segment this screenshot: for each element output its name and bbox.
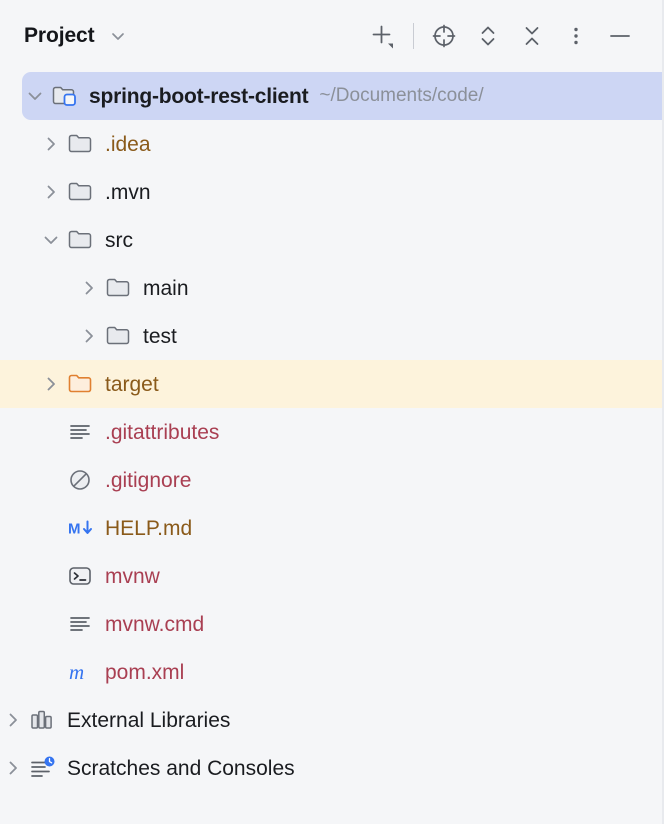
chevron-right-icon[interactable]	[76, 275, 102, 301]
folder-icon	[104, 323, 134, 349]
tree-row-label: .gitattributes	[105, 420, 220, 444]
scratches-icon	[28, 755, 58, 781]
ignored-file-icon	[66, 467, 96, 493]
tree-row-label: .mvn	[105, 180, 151, 204]
page-title: Project	[24, 24, 95, 47]
tree-row-label: External Libraries	[67, 708, 231, 732]
tree-row[interactable]: .idea	[0, 120, 664, 168]
text-file-icon	[66, 419, 96, 445]
svg-text:m: m	[69, 660, 84, 684]
tree-row[interactable]: External Libraries	[0, 696, 664, 744]
tree-row-path: ~/Documents/code/	[319, 85, 484, 106]
markdown-file-icon: M	[66, 515, 96, 541]
folder-icon	[66, 131, 96, 157]
tree-row-label: HELP.md	[105, 516, 193, 540]
expand-all-button[interactable]	[466, 15, 510, 57]
tree-row[interactable]: mvnw.cmd	[0, 600, 664, 648]
folder-icon	[66, 227, 96, 253]
tree-row[interactable]: main	[0, 264, 664, 312]
tree-row-label: .gitignore	[105, 468, 192, 492]
tree-row[interactable]: mvnw	[0, 552, 664, 600]
shell-script-icon	[66, 563, 96, 589]
tree-row-content: spring-boot-rest-client ~/Documents/code/	[22, 72, 484, 120]
tree-row[interactable]: .gitattributes	[0, 408, 664, 456]
add-new-button[interactable]	[361, 15, 405, 57]
tree-row-label: src	[105, 228, 133, 252]
project-panel-toolbar: Project	[0, 0, 664, 72]
tree-row-content: Scratches and Consoles	[0, 744, 295, 792]
tree-row-content: m pom.xml	[0, 648, 184, 696]
tree-row[interactable]: target	[0, 360, 664, 408]
tree-row-label: .idea	[105, 132, 151, 156]
text-file-icon	[66, 611, 96, 637]
panel-right-edge	[662, 0, 664, 824]
tree-row-content: src	[0, 216, 133, 264]
libraries-icon	[28, 707, 58, 733]
tree-row-label: spring-boot-rest-client	[89, 84, 309, 108]
folder-icon	[104, 275, 134, 301]
tree-row-label: pom.xml	[105, 660, 185, 684]
chevron-down-icon[interactable]	[108, 26, 128, 46]
tree-row-content: mvnw	[0, 552, 160, 600]
tree-row-label: mvnw	[105, 564, 160, 588]
collapse-all-button[interactable]	[510, 15, 554, 57]
tree-row[interactable]: .mvn	[0, 168, 664, 216]
tree-row-content: mvnw.cmd	[0, 600, 204, 648]
tree-row[interactable]: test	[0, 312, 664, 360]
tree-row-content: main	[0, 264, 189, 312]
chevron-right-icon[interactable]	[38, 131, 64, 157]
tree-row-label: Scratches and Consoles	[67, 756, 295, 780]
tree-row[interactable]: src	[0, 216, 664, 264]
tree-row-content: M HELP.md	[0, 504, 192, 552]
toolbar-divider	[413, 23, 414, 49]
tree-row[interactable]: M HELP.md	[0, 504, 664, 552]
tree-row[interactable]: spring-boot-rest-client ~/Documents/code/	[22, 72, 664, 120]
toolbar-actions	[361, 15, 642, 57]
tree-row-label: mvnw.cmd	[105, 612, 205, 636]
tree-row[interactable]: .gitignore	[0, 456, 664, 504]
more-options-button[interactable]	[554, 15, 598, 57]
tree-row-label: test	[143, 324, 177, 348]
tree-row-content: .gitignore	[0, 456, 191, 504]
tree-row-content: External Libraries	[0, 696, 230, 744]
tree-row-label: main	[143, 276, 189, 300]
chevron-down-icon[interactable]	[38, 227, 64, 253]
chevron-right-icon[interactable]	[76, 323, 102, 349]
project-tree: spring-boot-rest-client ~/Documents/code/…	[0, 72, 664, 792]
minimize-button[interactable]	[598, 15, 642, 57]
select-opened-file-button[interactable]	[422, 15, 466, 57]
tree-row-content: .gitattributes	[0, 408, 219, 456]
tree-row-content: .idea	[0, 120, 151, 168]
module-folder-icon	[50, 83, 80, 109]
folder-orange-icon	[66, 371, 96, 397]
tree-row-content: target	[0, 360, 159, 408]
tree-row-content: .mvn	[0, 168, 151, 216]
chevron-right-icon[interactable]	[0, 755, 26, 781]
svg-text:M: M	[68, 521, 81, 538]
maven-file-icon: m	[66, 659, 96, 685]
chevron-right-icon[interactable]	[38, 371, 64, 397]
tree-row[interactable]: m pom.xml	[0, 648, 664, 696]
folder-icon	[66, 179, 96, 205]
tree-row-label: target	[105, 372, 159, 396]
chevron-right-icon[interactable]	[0, 707, 26, 733]
tree-row[interactable]: Scratches and Consoles	[0, 744, 664, 792]
chevron-down-icon[interactable]	[22, 83, 48, 109]
chevron-right-icon[interactable]	[38, 179, 64, 205]
tree-row-content: test	[0, 312, 177, 360]
